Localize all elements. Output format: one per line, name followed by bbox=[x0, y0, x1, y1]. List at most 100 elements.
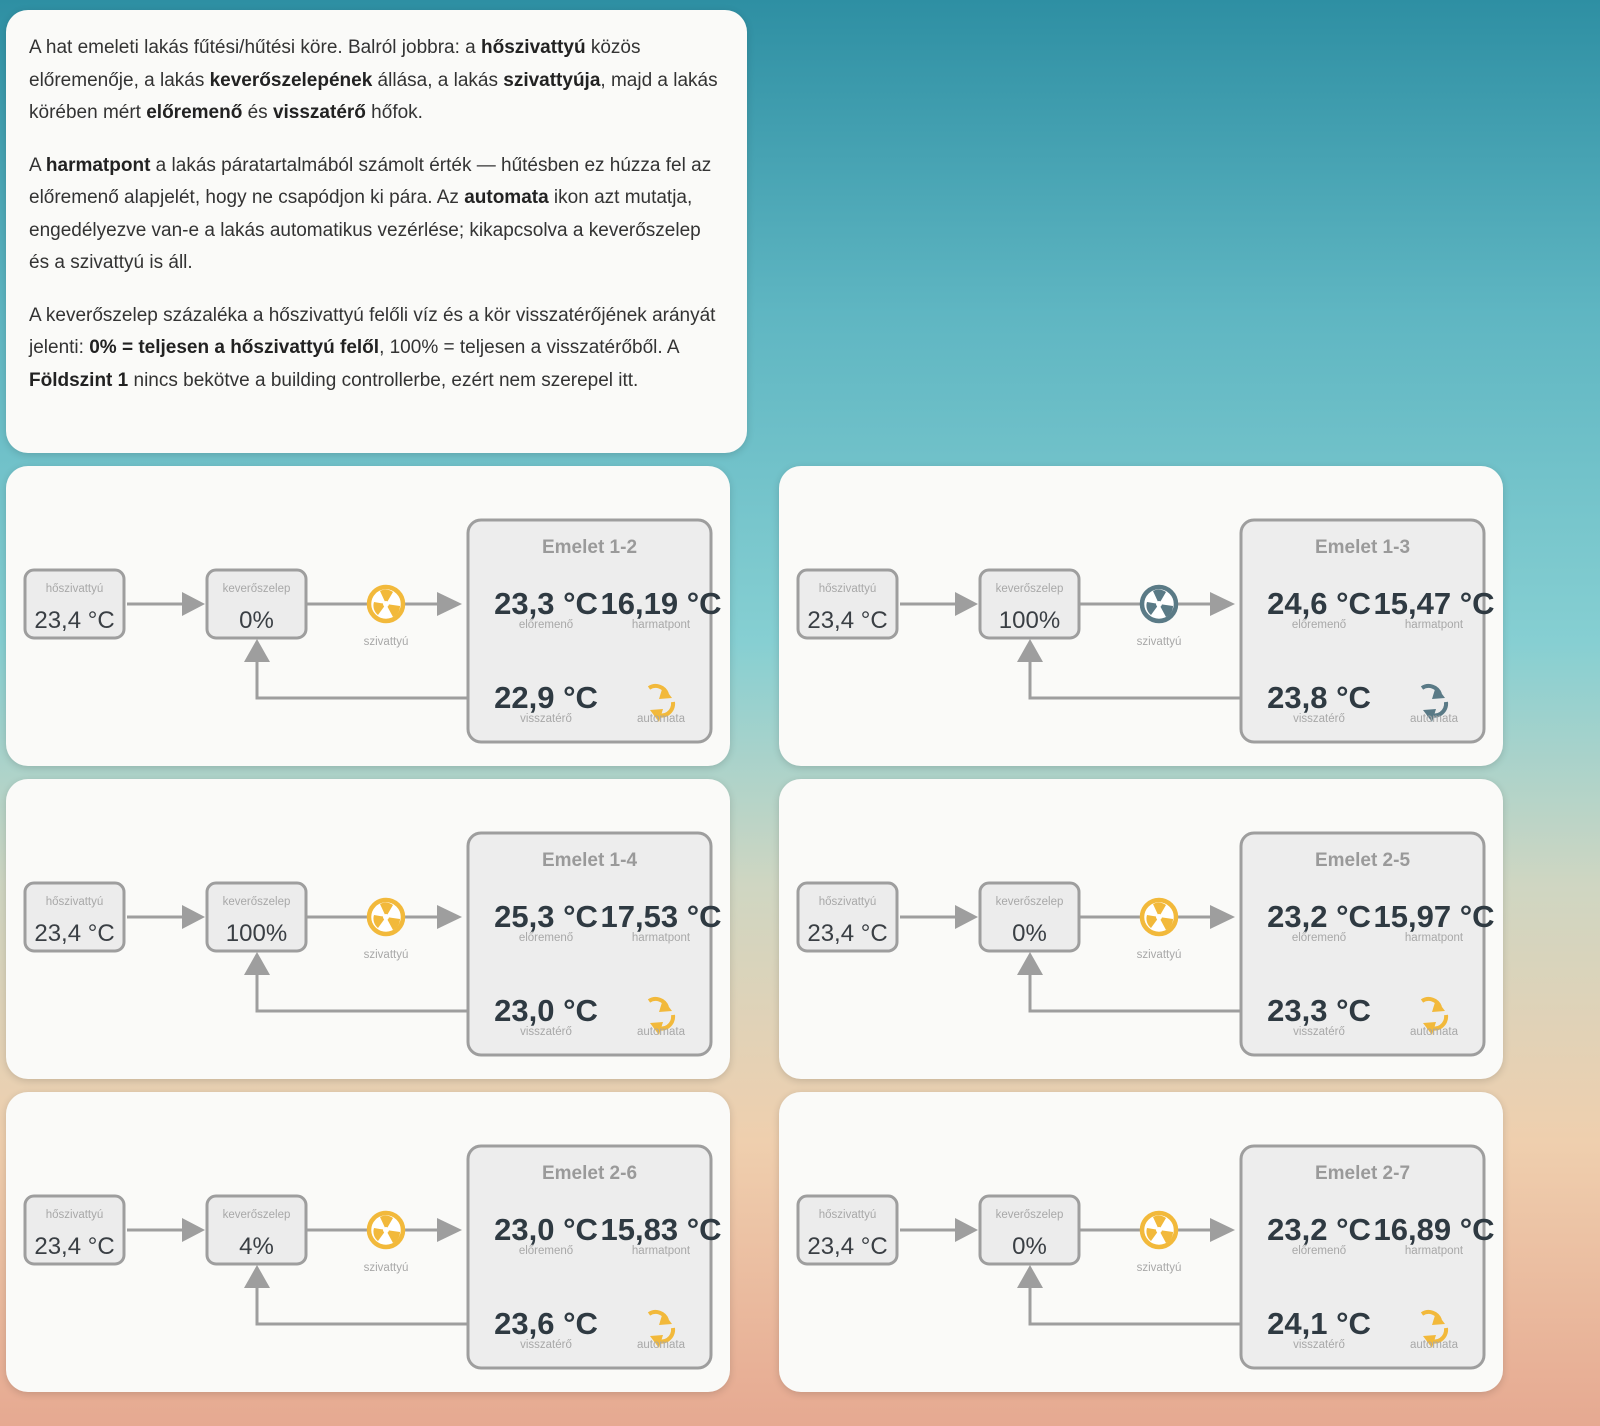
auto-refresh-icon[interactable] bbox=[647, 684, 676, 722]
dewpoint-value: 16,89 °C bbox=[1374, 1212, 1495, 1247]
loop-card-2[interactable]: hőszivattyú 23,4 °C keverőszelep 100% sz… bbox=[779, 466, 1503, 766]
heatpump-value: 23,4 °C bbox=[34, 920, 114, 947]
mixer-value: 0% bbox=[1012, 920, 1047, 947]
auto-label: automata bbox=[1410, 1339, 1459, 1351]
pump-to-room-arrow bbox=[1210, 592, 1235, 616]
pump-to-room-arrow bbox=[1210, 905, 1235, 929]
info-text: , 100% = teljesen a visszatérőből. A bbox=[379, 337, 679, 358]
room-box: Emelet 2-5 23,2 °C előremenő 15,97 °C ha… bbox=[1239, 831, 1494, 1057]
room-title: Emelet 1-3 bbox=[1315, 537, 1410, 558]
info-paragraph-1: A hat emeleti lakás fűtési/hűtési köre. … bbox=[29, 32, 725, 130]
auto-label: automata bbox=[637, 1339, 686, 1351]
supply-label: előremenő bbox=[519, 619, 573, 631]
supply-label: előremenő bbox=[1292, 932, 1346, 944]
mixer-label: keverőszelep bbox=[996, 583, 1064, 595]
dewpoint-label: harmatpont bbox=[632, 619, 691, 631]
info-paragraph-2: A harmatpont a lakás páratartalmából szá… bbox=[29, 150, 725, 280]
mixer-value: 0% bbox=[239, 607, 274, 634]
auto-refresh-icon[interactable] bbox=[647, 997, 676, 1035]
info-text: állása, a lakás bbox=[372, 69, 504, 91]
auto-refresh-icon[interactable] bbox=[1420, 684, 1449, 722]
return-arrow bbox=[1017, 1265, 1043, 1288]
mixer-box[interactable]: keverőszelep 0% bbox=[978, 881, 1081, 953]
dewpoint-label: harmatpont bbox=[1405, 619, 1464, 631]
info-bold-term: előremenő bbox=[146, 102, 243, 123]
heatpump-to-mixer-arrow bbox=[955, 905, 978, 929]
loop-card-6[interactable]: hőszivattyú 23,4 °C keverőszelep 0% sziv… bbox=[779, 1092, 1503, 1392]
return-value: 23,6 °C bbox=[494, 1306, 598, 1341]
mixer-value: 100% bbox=[226, 920, 287, 947]
pump-icon[interactable] bbox=[366, 584, 406, 624]
return-value: 24,1 °C bbox=[1267, 1306, 1371, 1341]
supply-value: 23,2 °C bbox=[1267, 899, 1371, 934]
pump-label: szivattyú bbox=[364, 636, 409, 648]
heatpump-label: hőszivattyú bbox=[819, 896, 877, 908]
pump-icon[interactable] bbox=[366, 897, 406, 937]
info-paragraph-3: A keverőszelep százaléka a hőszivattyú f… bbox=[29, 300, 725, 398]
pump-icon[interactable] bbox=[366, 1210, 406, 1250]
loop-card-5[interactable]: hőszivattyú 23,4 °C keverőszelep 4% sziv… bbox=[6, 1092, 730, 1392]
heatpump-value: 23,4 °C bbox=[807, 607, 887, 634]
return-line bbox=[255, 662, 467, 700]
info-bold-term: harmatpont bbox=[45, 154, 151, 176]
return-arrow bbox=[1017, 639, 1043, 662]
dewpoint-label: harmatpont bbox=[632, 1245, 691, 1257]
pump-icon[interactable] bbox=[1139, 897, 1179, 937]
mixer-value: 4% bbox=[239, 1233, 274, 1260]
auto-refresh-icon[interactable] bbox=[1420, 1310, 1449, 1348]
mixer-box[interactable]: keverőszelep 4% bbox=[205, 1194, 308, 1266]
heatpump-to-mixer-arrow bbox=[182, 592, 205, 616]
return-line bbox=[255, 1288, 467, 1326]
heatpump-box: hőszivattyú 23,4 °C bbox=[796, 1194, 899, 1266]
mixer-box[interactable]: keverőszelep 100% bbox=[978, 568, 1081, 640]
return-value: 23,8 °C bbox=[1267, 680, 1371, 715]
pump-label: szivattyú bbox=[1137, 949, 1182, 961]
auto-refresh-icon[interactable] bbox=[1420, 997, 1449, 1035]
pump-to-room-arrow bbox=[437, 592, 462, 616]
room-title: Emelet 1-2 bbox=[542, 537, 637, 558]
auto-label: automata bbox=[637, 1026, 686, 1038]
room-box: Emelet 1-2 23,3 °C előremenő 16,19 °C ha… bbox=[466, 518, 721, 744]
loop-diagram: hőszivattyú 23,4 °C keverőszelep 100% sz… bbox=[23, 831, 722, 1057]
info-text: a lakás páratartalmából számolt érték — … bbox=[29, 154, 712, 209]
dewpoint-label: harmatpont bbox=[632, 932, 691, 944]
loop-card-4[interactable]: hőszivattyú 23,4 °C keverőszelep 0% sziv… bbox=[779, 779, 1503, 1079]
supply-value: 23,2 °C bbox=[1267, 1212, 1371, 1247]
return-arrow bbox=[1017, 952, 1043, 975]
dewpoint-label: harmatpont bbox=[1405, 1245, 1464, 1257]
room-box: Emelet 1-4 25,3 °C előremenő 17,53 °C ha… bbox=[466, 831, 722, 1057]
pump-icon[interactable] bbox=[1139, 1210, 1179, 1250]
auto-label: automata bbox=[637, 713, 686, 725]
pump-label: szivattyú bbox=[364, 1262, 409, 1274]
loop-diagram: hőszivattyú 23,4 °C keverőszelep 0% sziv… bbox=[796, 1144, 1495, 1370]
heatpump-label: hőszivattyú bbox=[819, 1209, 877, 1221]
heatpump-to-mixer-arrow bbox=[182, 905, 205, 929]
supply-value: 23,3 °C bbox=[494, 586, 598, 621]
pump-label: szivattyú bbox=[364, 949, 409, 961]
mixer-label: keverőszelep bbox=[223, 896, 291, 908]
auto-refresh-icon[interactable] bbox=[647, 1310, 676, 1348]
return-line bbox=[255, 975, 467, 1013]
heatpump-value: 23,4 °C bbox=[34, 1233, 114, 1260]
return-label: visszatérő bbox=[520, 1026, 572, 1038]
heatpump-label: hőszivattyú bbox=[46, 583, 104, 595]
return-value: 23,3 °C bbox=[1267, 993, 1371, 1028]
mixer-box[interactable]: keverőszelep 0% bbox=[978, 1194, 1081, 1266]
auto-label: automata bbox=[1410, 1026, 1459, 1038]
loop-diagram: hőszivattyú 23,4 °C keverőszelep 4% sziv… bbox=[23, 1144, 721, 1370]
loop-card-1[interactable]: hőszivattyú 23,4 °C keverőszelep 0% sziv… bbox=[6, 466, 730, 766]
dewpoint-value: 17,53 °C bbox=[601, 899, 722, 934]
pump-to-room-arrow bbox=[437, 1218, 462, 1242]
loop-card-3[interactable]: hőszivattyú 23,4 °C keverőszelep 100% sz… bbox=[6, 779, 730, 1079]
mixer-label: keverőszelep bbox=[996, 1209, 1064, 1221]
info-bold-term: 0% = teljesen a hőszivattyú felől bbox=[89, 337, 380, 358]
mixer-box[interactable]: keverőszelep 0% bbox=[205, 568, 308, 640]
pump-icon[interactable] bbox=[1139, 584, 1179, 624]
heatpump-box: hőszivattyú 23,4 °C bbox=[23, 1194, 126, 1266]
heatpump-to-mixer-arrow bbox=[182, 1218, 205, 1242]
mixer-label: keverőszelep bbox=[223, 1209, 291, 1221]
heatpump-value: 23,4 °C bbox=[807, 1233, 887, 1260]
mixer-box[interactable]: keverőszelep 100% bbox=[205, 881, 308, 953]
info-text: A bbox=[29, 154, 46, 176]
info-bold-term: Földszint 1 bbox=[29, 369, 129, 391]
